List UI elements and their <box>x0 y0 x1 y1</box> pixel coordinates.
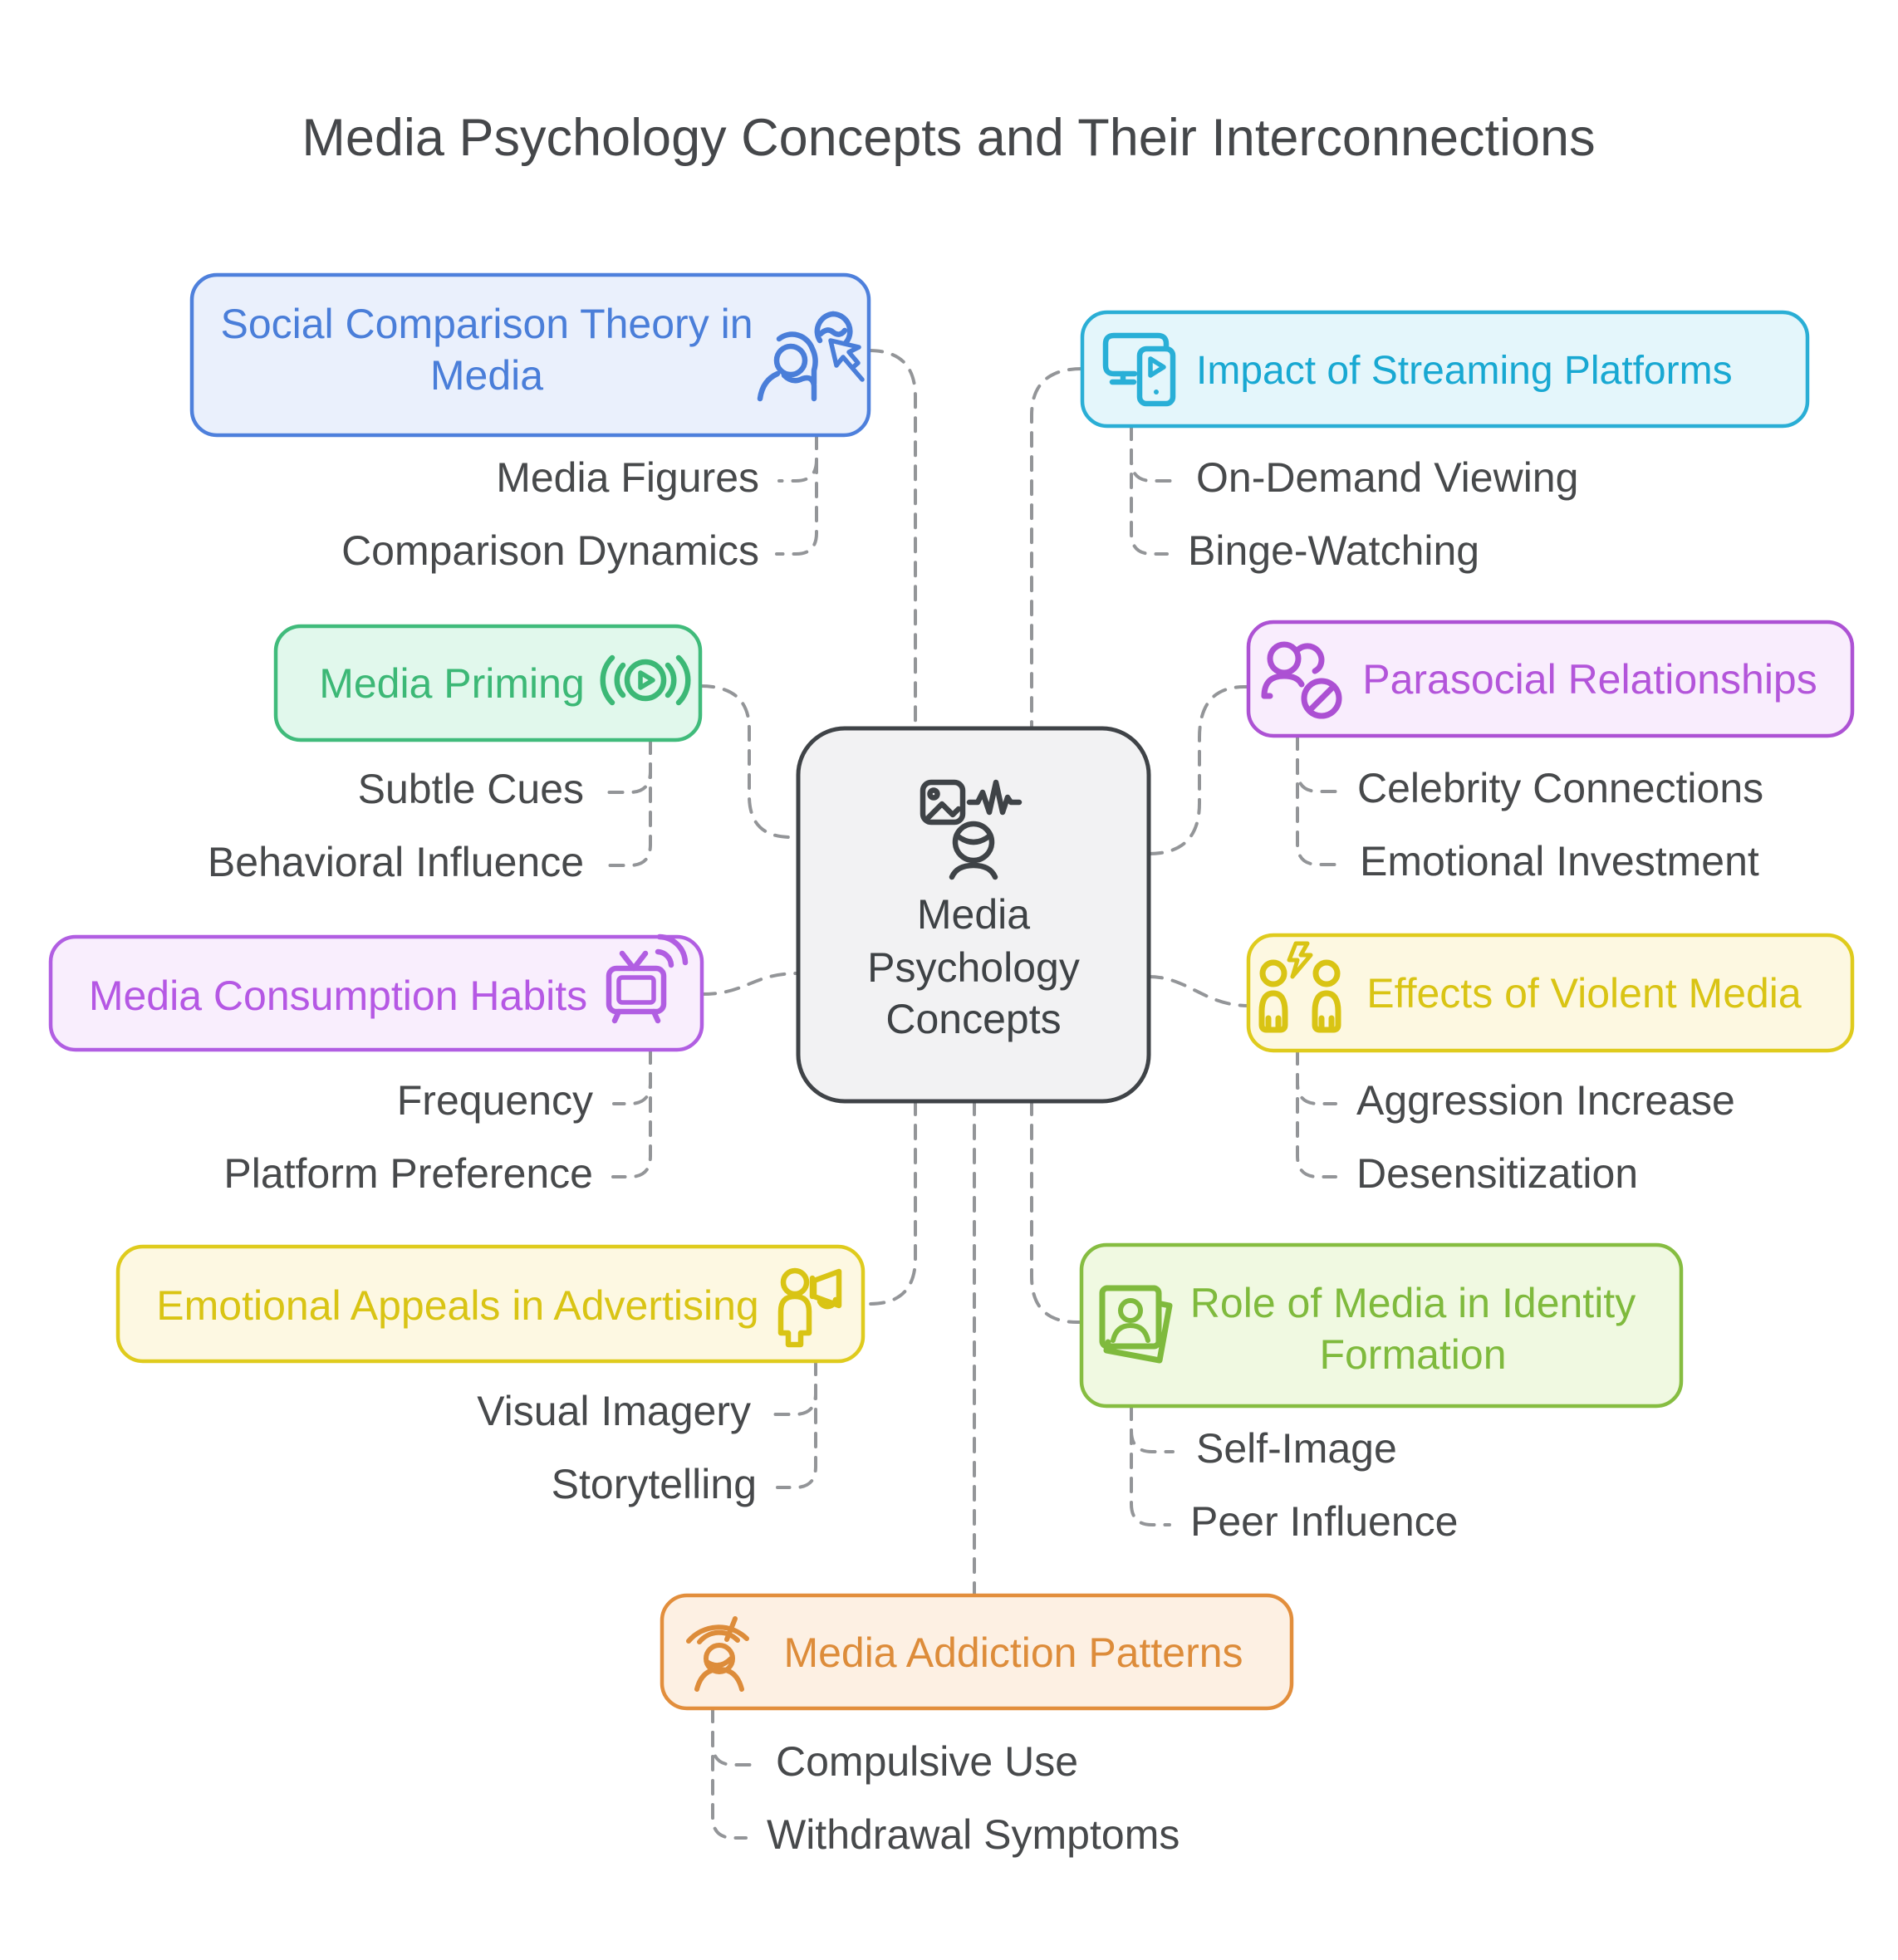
svg-text:Effects of Violent Media: Effects of Violent Media <box>1366 970 1802 1017</box>
svg-text:Emotional Appeals in Advertisi: Emotional Appeals in Advertising <box>156 1282 758 1329</box>
svg-text:Formation: Formation <box>1319 1331 1506 1378</box>
svg-text:Social Comparison Theory in: Social Comparison Theory in <box>220 301 753 347</box>
svg-text:Compulsive Use: Compulsive Use <box>776 1738 1078 1785</box>
svg-text:Withdrawal Symptoms: Withdrawal Symptoms <box>767 1811 1180 1858</box>
svg-text:Emotional Investment: Emotional Investment <box>1360 838 1759 884</box>
svg-text:Media Addiction Patterns: Media Addiction Patterns <box>783 1629 1243 1676</box>
svg-text:Psychology: Psychology <box>867 944 1080 991</box>
svg-text:Peer Influence: Peer Influence <box>1190 1498 1458 1545</box>
svg-text:Role of Media in Identity: Role of Media in Identity <box>1190 1280 1636 1326</box>
svg-text:Subtle Cues: Subtle Cues <box>358 766 584 812</box>
svg-text:Concepts: Concepts <box>885 996 1061 1042</box>
svg-text:Media Psychology Concepts and: Media Psychology Concepts and Their Inte… <box>302 109 1595 167</box>
svg-text:Media Consumption Habits: Media Consumption Habits <box>89 973 587 1019</box>
svg-text:Aggression Increase: Aggression Increase <box>1356 1077 1735 1124</box>
svg-text:Self-Image: Self-Image <box>1196 1425 1397 1472</box>
svg-text:Media Priming: Media Priming <box>319 660 585 707</box>
svg-text:Comparison Dynamics: Comparison Dynamics <box>341 527 759 574</box>
svg-text:Media: Media <box>430 352 543 399</box>
svg-text:Media: Media <box>917 891 1030 938</box>
svg-text:Platform Preference: Platform Preference <box>223 1150 593 1197</box>
svg-text:Frequency: Frequency <box>397 1077 593 1124</box>
svg-text:Media Figures: Media Figures <box>496 454 759 501</box>
svg-text:Parasocial Relationships: Parasocial Relationships <box>1362 656 1817 703</box>
svg-text:Behavioral Influence: Behavioral Influence <box>208 839 584 885</box>
svg-text:Desensitization: Desensitization <box>1356 1150 1638 1197</box>
svg-text:Visual Imagery: Visual Imagery <box>477 1388 751 1434</box>
svg-text:Celebrity Connections: Celebrity Connections <box>1357 765 1763 811</box>
svg-text:Binge-Watching: Binge-Watching <box>1188 527 1479 574</box>
svg-text:On-Demand Viewing: On-Demand Viewing <box>1196 454 1578 501</box>
svg-text:Storytelling: Storytelling <box>552 1461 757 1507</box>
svg-text:Impact of Streaming Platforms: Impact of Streaming Platforms <box>1196 349 1733 393</box>
